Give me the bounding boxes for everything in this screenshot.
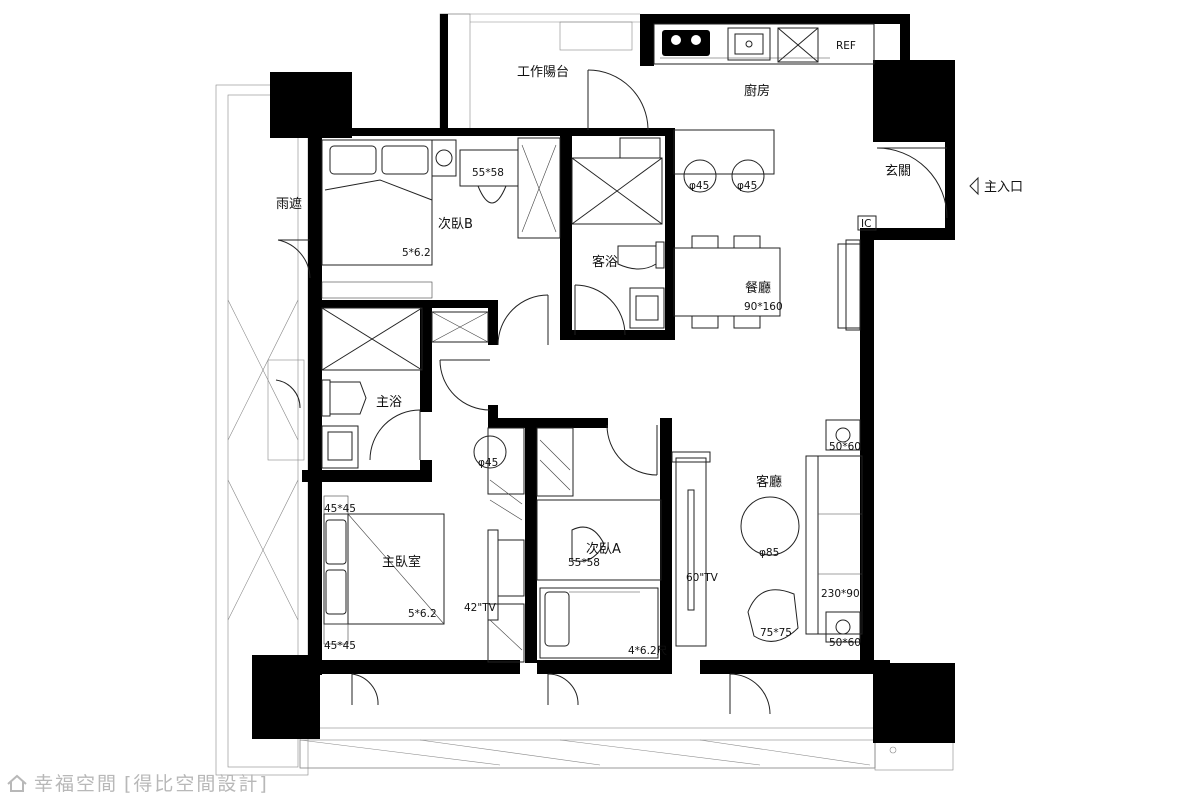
walls [252,14,955,743]
living-furniture [671,215,877,647]
label-bed-master: 5*6.2 [408,608,437,620]
label-nightstand-top: 45*45 [324,503,356,515]
label-round-table-small: φ45 [478,457,498,469]
kitchen-counter [653,23,875,193]
house-logo-icon [7,774,27,792]
label-master-bath: 主浴 [376,395,402,410]
label-bed-b: 5*6.2 [402,247,431,259]
guest-bath-fixtures [571,137,665,329]
watermark: 幸福空間 [得比空間設計] [6,769,269,796]
bedroom-a-furniture [536,427,662,659]
label-rain-shelter: 雨遮 [276,196,302,212]
label-tv-42: 42"TV [464,602,497,614]
master-bath-fixtures [321,307,489,469]
exterior-outline [215,13,954,776]
label-stool-1: φ45 [689,180,709,192]
label-living: 客廳 [756,474,782,490]
label-balcony-work: 工作陽台 [517,65,569,80]
label-side-table-top: 50*60 [829,441,861,453]
dimension-labels: REF IC 55*58 5*6.2 φ45 φ45 90*160 φ45 45… [324,40,871,657]
label-tv-60: 60"TV [686,572,719,584]
label-dining-table: 90*160 [744,301,783,313]
label-master-bedroom: 主臥室 [382,554,421,570]
watermark-brand: 幸福空間 [34,773,119,795]
bedroom-b-furniture [321,137,561,299]
label-armchair: 75*75 [760,627,792,639]
doors [275,69,948,715]
label-nightstand-bottom: 45*45 [324,640,356,652]
label-entrance: 主入口 [984,180,1023,195]
label-ic: IC [861,218,871,230]
label-stool-2: φ45 [737,180,757,192]
label-sofa: 230*90 [821,588,860,600]
label-side-table-bottom: 50*60 [829,637,861,649]
watermark-designer: [得比空間設計] [124,773,269,795]
label-bed-a: 4*6.2尺 [628,645,668,657]
label-basin-a: 55*58 [568,557,600,569]
master-bedroom-furniture [323,427,525,663]
label-bedroom-a: 次臥A [586,541,621,557]
label-basin-b: 55*58 [472,167,504,179]
room-labels: 工作陽台 廚房 玄關 主入口 雨遮 次臥B 客浴 餐廳 主浴 主臥室 次臥A 客… [276,65,1023,570]
label-coffee-table: φ85 [759,547,779,559]
label-bedroom-b: 次臥B [438,216,473,232]
label-kitchen: 廚房 [744,83,770,99]
label-guest-bath: 客浴 [592,254,618,270]
label-dining: 餐廳 [745,280,771,296]
dining-set [673,235,781,329]
label-ref: REF [836,40,856,52]
entrance-arrow-icon [969,176,979,196]
label-foyer: 玄關 [885,164,911,179]
